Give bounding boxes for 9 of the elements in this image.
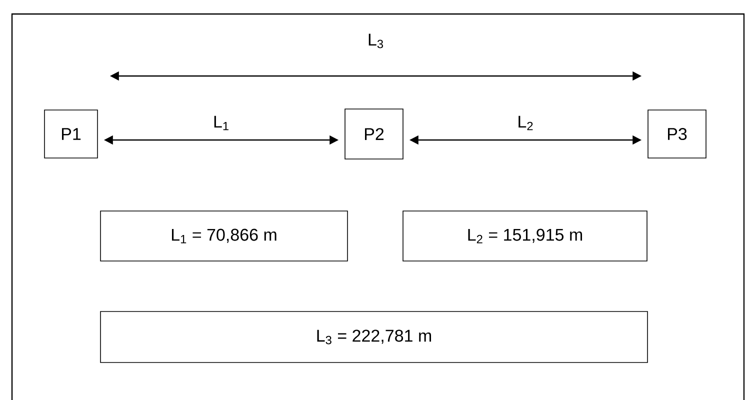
point-box: P2 bbox=[344, 108, 404, 160]
value-box: L$_{2}$ = 151,915 m bbox=[402, 210, 648, 262]
point-box: P1 bbox=[44, 110, 98, 158]
value-box: L$_{3}$ = 222,781 m bbox=[100, 311, 648, 363]
edge-label: L$_{2}$ bbox=[516, 114, 535, 132]
value-box: L$_{1}$ = 70,866 m bbox=[100, 210, 348, 262]
point-box: P3 bbox=[648, 110, 706, 158]
edge-label: L$_{3}$ bbox=[366, 32, 386, 50]
edge-label: L$_{1}$ bbox=[212, 114, 231, 132]
